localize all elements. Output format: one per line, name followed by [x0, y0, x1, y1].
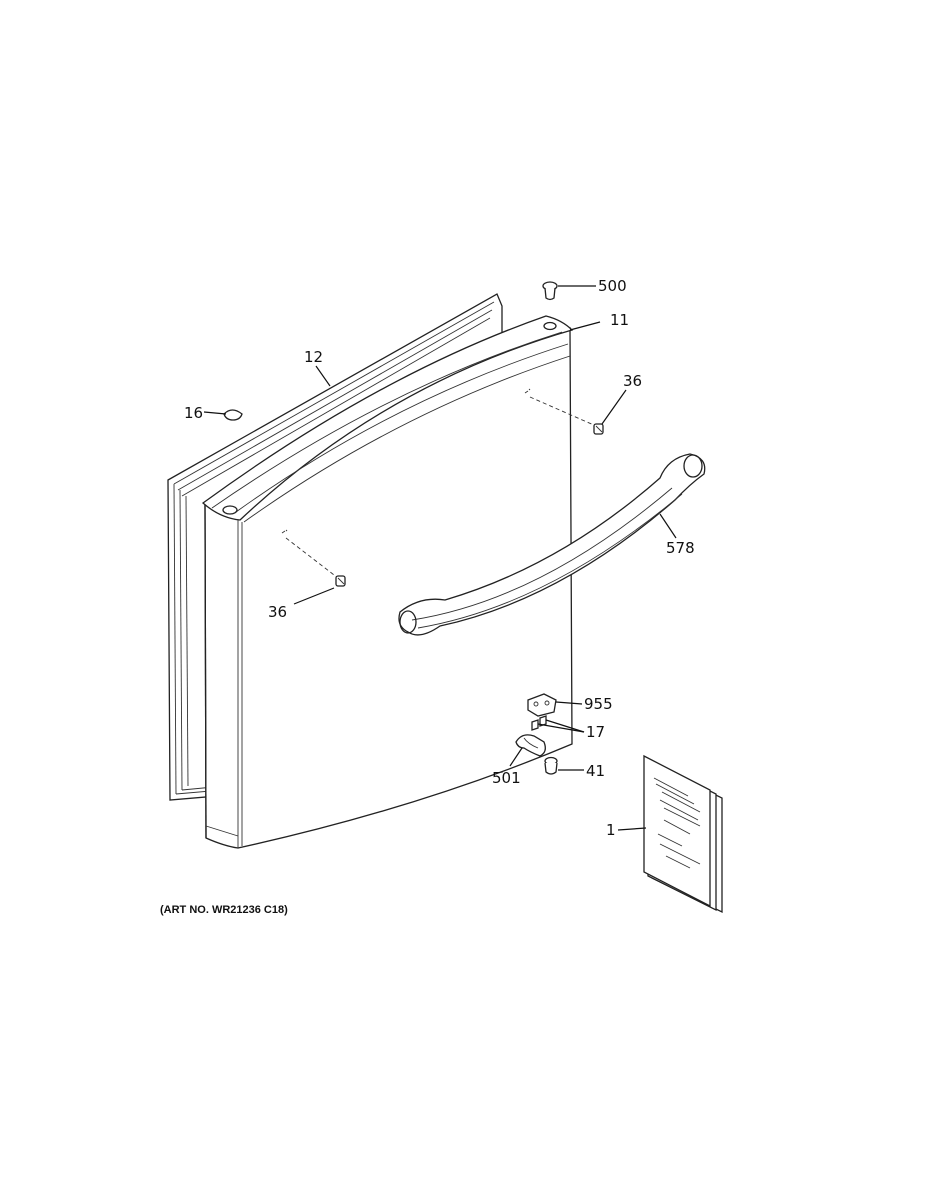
lower-hinge — [515, 734, 546, 757]
hinge-bushing-bottom — [544, 756, 558, 775]
callout-41: 41 — [586, 762, 605, 780]
callout-11: 11 — [610, 311, 629, 329]
leader-36-top — [601, 389, 627, 425]
leader-16 — [203, 411, 227, 415]
hinge-screws — [531, 715, 547, 731]
leader-1 — [617, 827, 647, 831]
hole-plug — [223, 409, 243, 421]
leader-17a — [537, 723, 585, 733]
callout-500: 500 — [598, 277, 627, 295]
callout-16: 16 — [184, 404, 203, 422]
owners-manual — [643, 754, 723, 914]
leader-501 — [509, 747, 523, 767]
callout-17: 17 — [586, 723, 605, 741]
leader-11 — [569, 321, 601, 331]
leader-17b — [545, 719, 585, 733]
bottom-hinge-bracket — [527, 693, 557, 717]
callout-36-left: 36 — [268, 603, 287, 621]
leader-36-left — [293, 587, 335, 605]
callout-36-top: 36 — [623, 372, 642, 390]
handle-screw-top — [529, 396, 604, 435]
leader-12 — [315, 365, 331, 387]
callout-578: 578 — [666, 539, 695, 557]
handle-screw-left — [285, 537, 346, 587]
callout-1: 1 — [606, 821, 616, 839]
callout-501: 501 — [492, 769, 521, 787]
leader-578 — [659, 513, 677, 539]
art-number: (ART NO. WR21236 C18) — [160, 904, 288, 916]
door-handle — [398, 453, 706, 636]
hinge-bushing-top — [542, 281, 558, 301]
callout-12: 12 — [304, 348, 323, 366]
leader-955 — [555, 701, 583, 705]
callout-955: 955 — [584, 695, 613, 713]
